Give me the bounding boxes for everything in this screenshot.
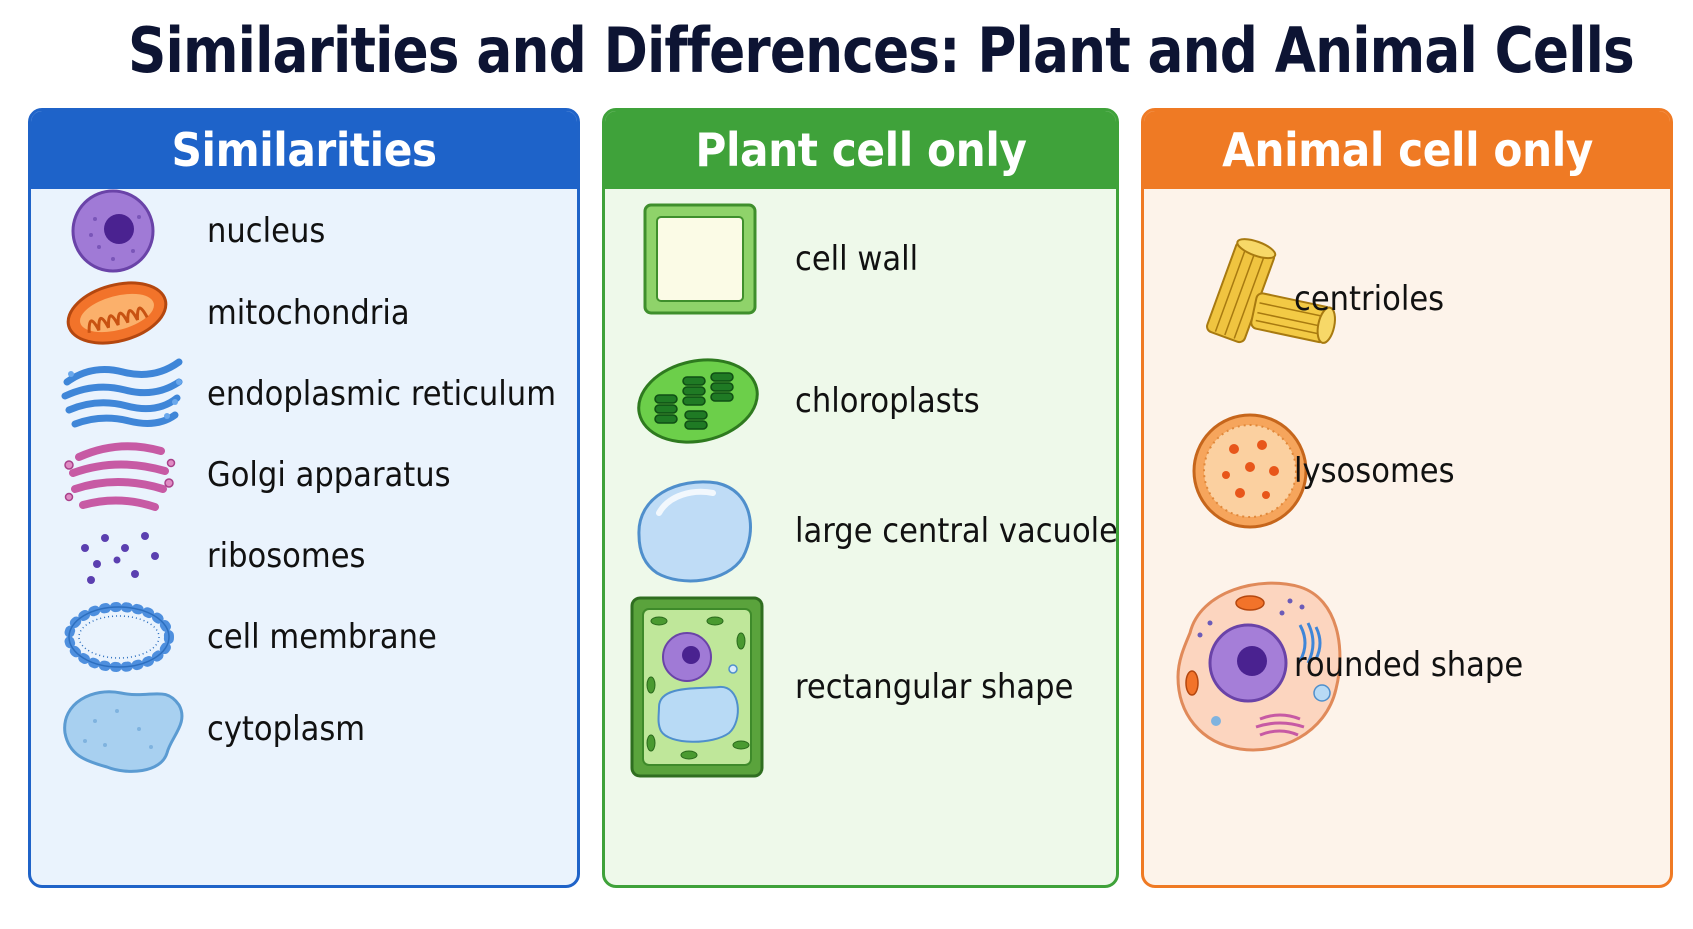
item-label: cell wall [795, 239, 919, 279]
item-label: Golgi apparatus [207, 455, 451, 495]
item-label: rounded shape [1294, 645, 1524, 685]
chloroplast-icon [637, 358, 759, 444]
list-item: Golgi apparatus [31, 442, 577, 511]
item-label: chloroplasts [795, 381, 980, 421]
list-item: centrioles [1144, 238, 1670, 344]
centrioles-icon [1206, 238, 1336, 344]
item-label: cytoplasm [207, 709, 366, 749]
list-item: cytoplasm [31, 690, 577, 773]
animal-cell-icon [1176, 581, 1342, 752]
page-title: Similarities and Differences: Plant and … [127, 14, 1635, 87]
lysosome-icon [1192, 413, 1308, 529]
cytoplasm-icon [63, 690, 184, 773]
list-item: large central vacuole [605, 480, 1116, 583]
cell-membrane-icon [64, 602, 174, 672]
vacuole-icon [637, 480, 752, 583]
plant-panel: Plant cell only cell wall chloroplasts l… [602, 108, 1119, 888]
nucleus-icon [71, 189, 155, 273]
plant-cell-icon [630, 596, 764, 778]
plant-heading: Plant cell only [605, 111, 1116, 189]
item-label: large central vacuole [795, 511, 1119, 551]
list-item: chloroplasts [605, 358, 1116, 444]
endoplasmic-reticulum-icon [61, 358, 183, 428]
list-item: endoplasmic reticulum [31, 358, 577, 428]
mitochondria-icon [66, 281, 168, 345]
item-label: centrioles [1294, 279, 1445, 319]
item-label: nucleus [207, 211, 326, 251]
item-label: cell membrane [207, 617, 437, 657]
list-item: lysosomes [1144, 413, 1670, 529]
ribosomes-icon [81, 532, 159, 584]
item-label: rectangular shape [795, 667, 1074, 707]
cell-wall-icon [643, 203, 757, 315]
list-item: cell membrane [31, 602, 577, 672]
item-label: endoplasmic reticulum [207, 374, 557, 414]
animal-heading: Animal cell only [1144, 111, 1670, 189]
similarities-panel: Similarities nucleus mitochondria [28, 108, 580, 888]
item-label: lysosomes [1294, 451, 1455, 491]
item-label: ribosomes [207, 536, 366, 576]
animal-panel: Animal cell only centrioles lysosomes [1141, 108, 1673, 888]
list-item: nucleus [31, 189, 577, 273]
similarities-heading: Similarities [31, 111, 577, 189]
list-item: ribosomes [31, 532, 577, 584]
list-item: rectangular shape [605, 596, 1116, 778]
list-item: rounded shape [1144, 581, 1670, 752]
item-label: mitochondria [207, 293, 410, 333]
list-item: cell wall [605, 203, 1116, 315]
golgi-apparatus-icon [64, 442, 176, 511]
list-item: mitochondria [31, 281, 577, 345]
